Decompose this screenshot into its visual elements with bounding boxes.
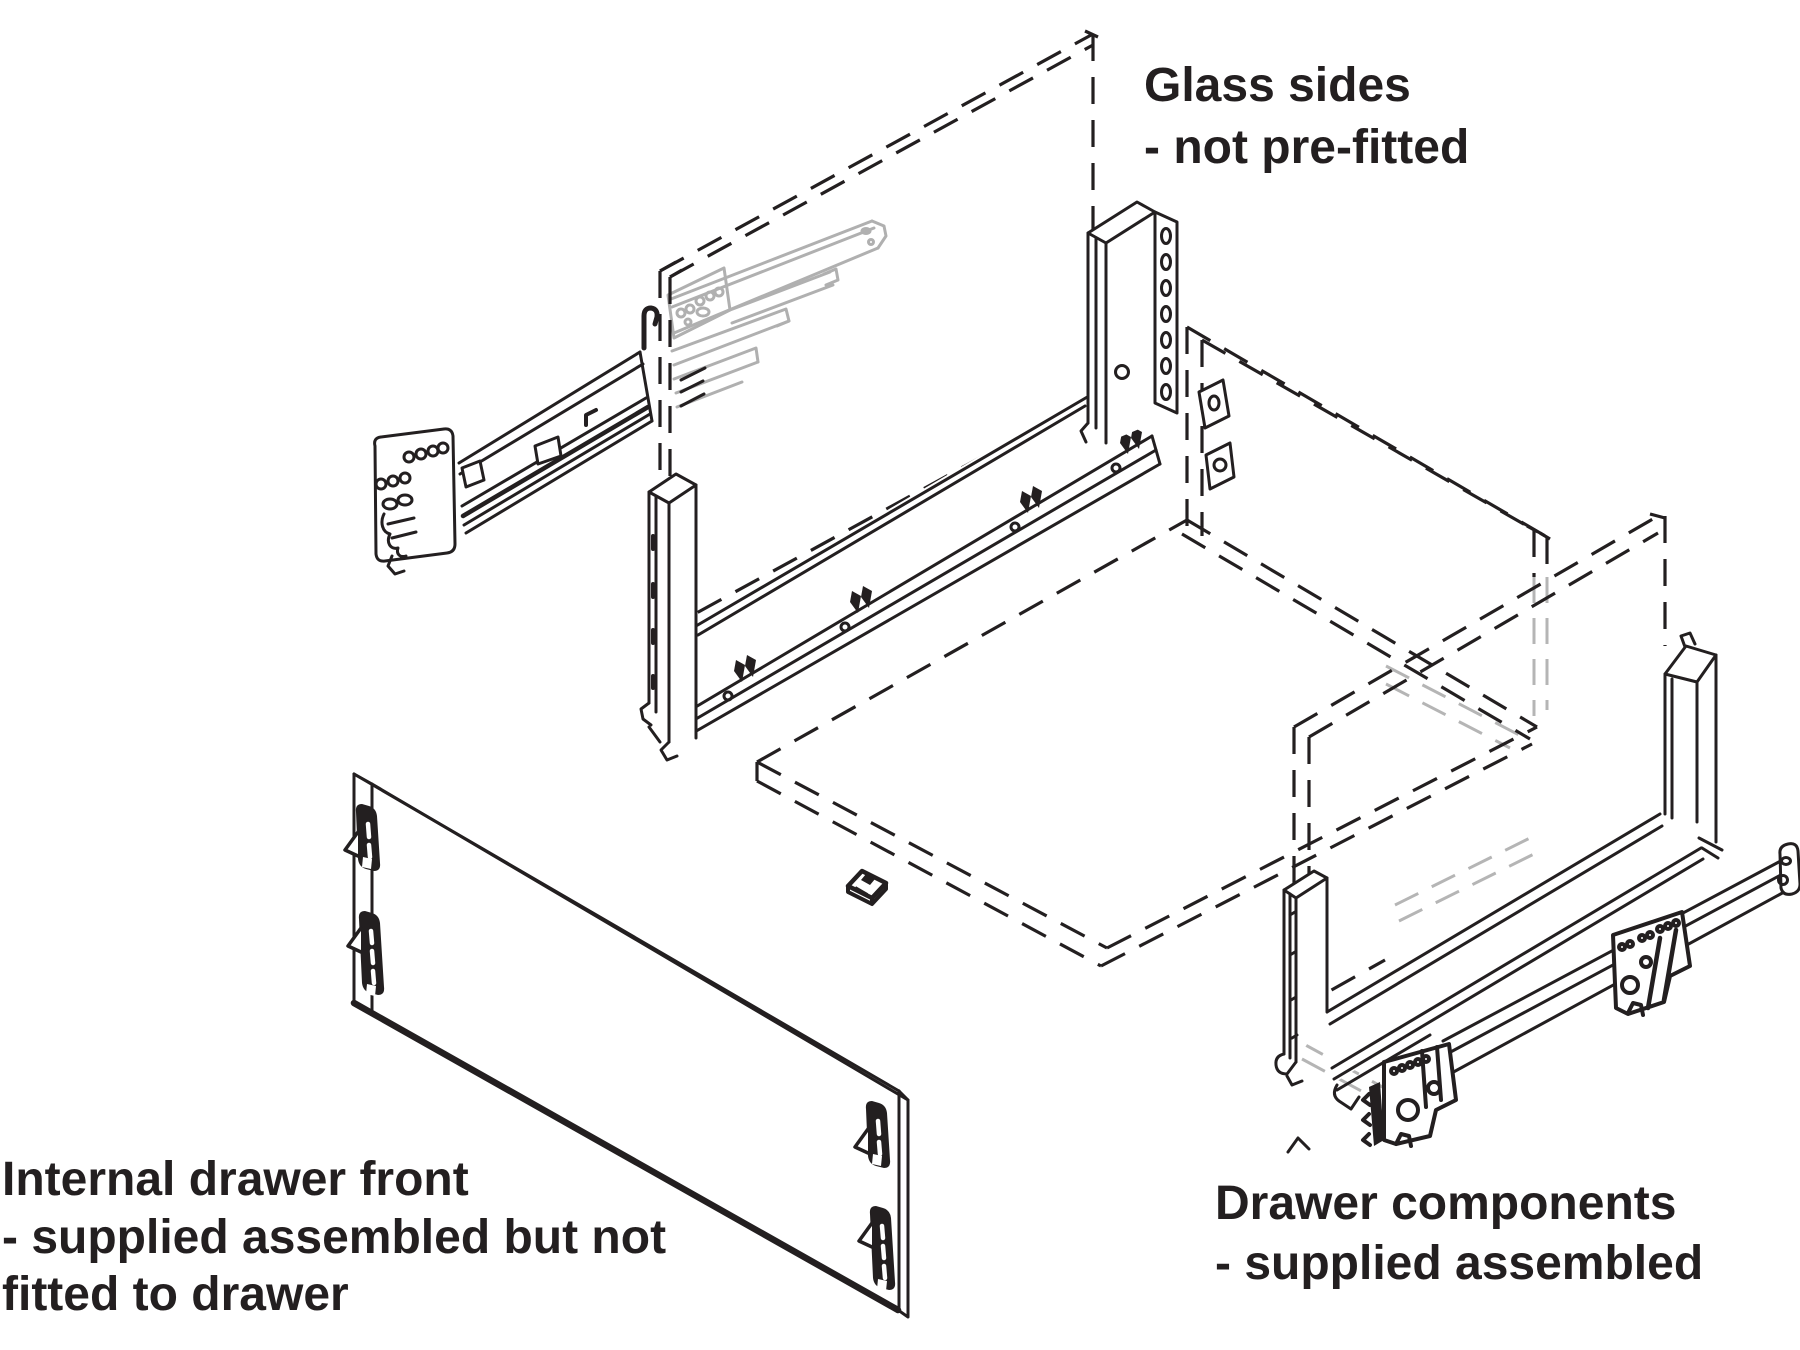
- svg-text:Glass sides: Glass sides: [1144, 59, 1411, 112]
- svg-text:- supplied assembled: - supplied assembled: [1215, 1237, 1703, 1290]
- svg-text:Drawer components: Drawer components: [1215, 1177, 1676, 1230]
- svg-text:Internal drawer front: Internal drawer front: [2, 1153, 469, 1206]
- svg-text:- not pre-fitted: - not pre-fitted: [1144, 121, 1469, 174]
- svg-text:fitted to drawer: fitted to drawer: [2, 1268, 349, 1321]
- svg-text:- supplied assembled but not: - supplied assembled but not: [2, 1211, 666, 1264]
